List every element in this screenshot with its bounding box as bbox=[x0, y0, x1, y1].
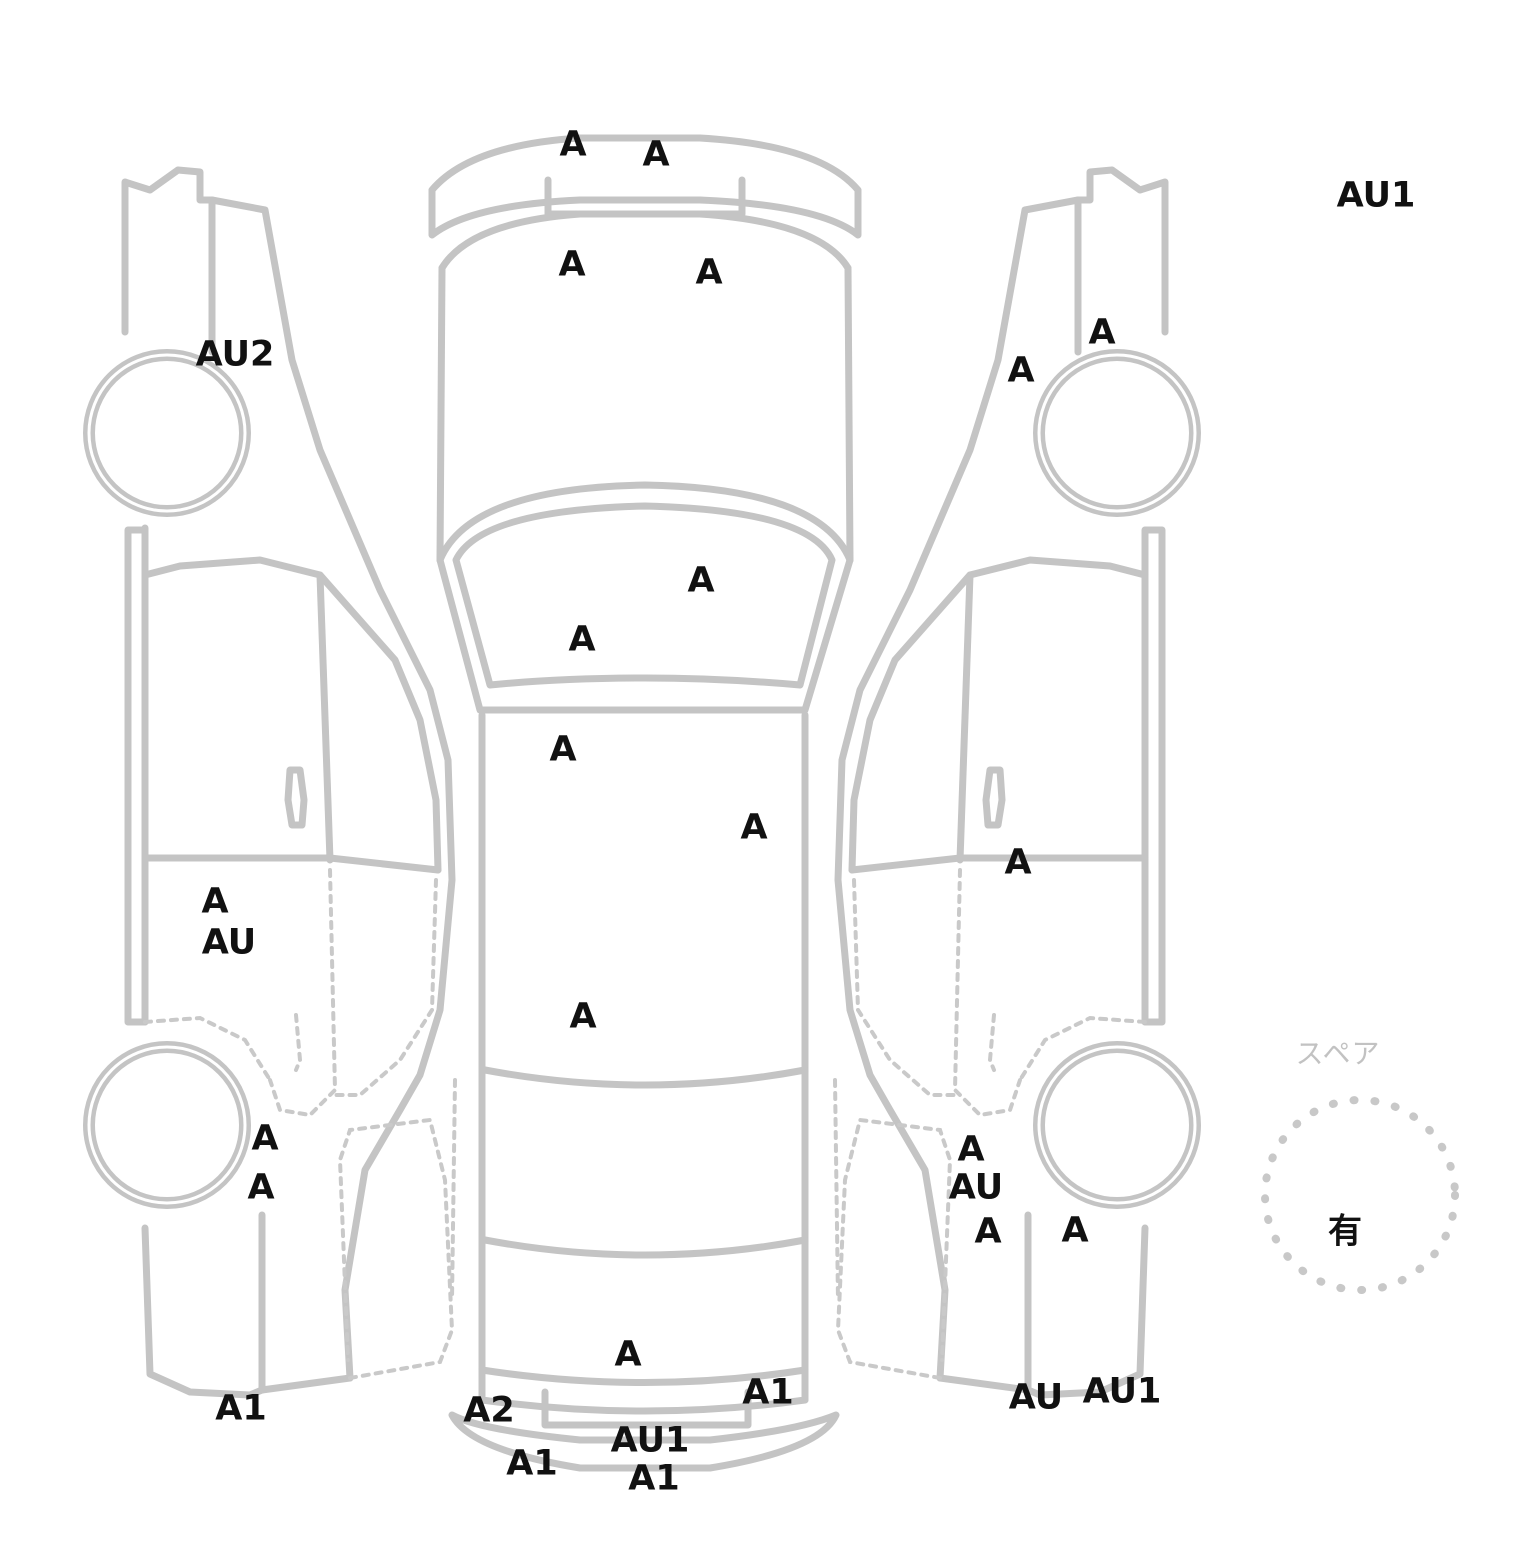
damage-mark: AU1 bbox=[1082, 1371, 1162, 1412]
damage-mark: A bbox=[974, 1211, 1002, 1252]
damage-mark: A1 bbox=[742, 1372, 794, 1413]
damage-mark: A1 bbox=[628, 1458, 680, 1499]
damage-mark: A bbox=[614, 1334, 642, 1375]
damage-mark: AU1 bbox=[1336, 175, 1416, 216]
damage-mark: A bbox=[1007, 350, 1035, 391]
damage-mark: A bbox=[695, 252, 723, 293]
damage-mark: A bbox=[1004, 842, 1032, 883]
left-side-view bbox=[83, 166, 457, 1399]
spare-tire-value: 有 bbox=[1328, 1211, 1362, 1252]
top-view bbox=[428, 134, 862, 1472]
spare-tire-label: スペア bbox=[1295, 1037, 1381, 1070]
right-side-view bbox=[833, 166, 1201, 1399]
damage-mark: A bbox=[559, 124, 587, 165]
damage-mark: AU bbox=[201, 922, 257, 963]
damage-mark: A bbox=[251, 1118, 279, 1159]
damage-mark: A bbox=[568, 619, 596, 660]
damage-mark: A1 bbox=[506, 1443, 558, 1484]
damage-mark: A bbox=[957, 1129, 985, 1170]
damage-mark: AU2 bbox=[195, 334, 275, 375]
damage-mark: A bbox=[642, 134, 670, 175]
damage-mark: AU bbox=[948, 1167, 1004, 1208]
damage-mark: A bbox=[1061, 1210, 1089, 1251]
damage-mark: AU1 bbox=[610, 1420, 690, 1461]
damage-mark: A bbox=[740, 807, 768, 848]
damage-mark: A bbox=[687, 560, 715, 601]
damage-mark: A bbox=[1088, 312, 1116, 353]
damage-mark: A2 bbox=[463, 1390, 515, 1431]
damage-mark: A bbox=[558, 244, 586, 285]
spare-tire-circle bbox=[1261, 1096, 1459, 1294]
damage-mark: A bbox=[569, 996, 597, 1037]
damage-mark: A1 bbox=[215, 1388, 267, 1429]
damage-mark: A bbox=[247, 1167, 275, 1208]
damage-mark: AU bbox=[1008, 1377, 1064, 1418]
damage-mark: A bbox=[549, 729, 577, 770]
damage-mark: A bbox=[201, 881, 229, 922]
